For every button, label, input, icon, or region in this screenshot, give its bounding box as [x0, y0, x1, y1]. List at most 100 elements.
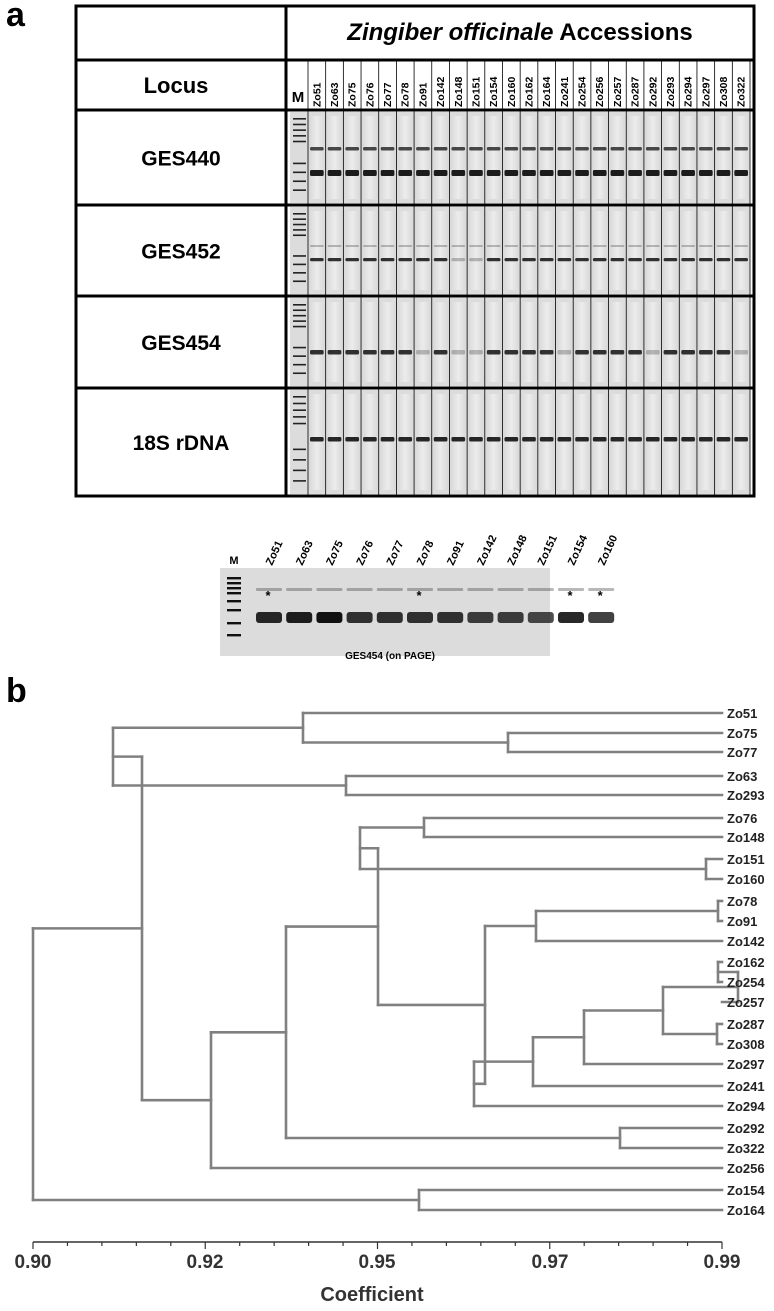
gel-band [557, 170, 572, 176]
lane-bg [556, 394, 573, 490]
axis-label: Coefficient [320, 1284, 424, 1306]
page-ladder [227, 577, 241, 637]
lane-bg [697, 394, 714, 490]
tick-label-0.97: 0.97 [532, 1252, 569, 1273]
lane-bg [538, 302, 555, 382]
gel-band [451, 350, 466, 355]
accession-header-Zo51: Zo51 [311, 82, 323, 107]
gel-band [469, 258, 483, 262]
gel-band [310, 437, 324, 442]
ladder-band [293, 255, 306, 257]
gel-band [592, 437, 607, 442]
lane-bg [362, 394, 378, 490]
lane-bg [432, 211, 449, 290]
ladder-band [293, 325, 306, 328]
lane-bg [503, 394, 520, 490]
lane-bg [574, 116, 590, 199]
gel-band [486, 350, 501, 355]
gel-band [380, 147, 395, 151]
page-ladder-band [227, 600, 241, 603]
leaf-label-Zo154: Zo154 [727, 1183, 765, 1198]
gel-band [504, 147, 519, 151]
gel-band [380, 350, 395, 355]
leaf-label-Zo160: Zo160 [727, 872, 765, 887]
leaf-label-Zo76: Zo76 [727, 811, 757, 826]
accession-header-Zo297: Zo297 [700, 76, 712, 107]
accession-header-Zo154: Zo154 [488, 76, 500, 107]
page-faint-band [497, 588, 524, 591]
gel-band [310, 170, 324, 176]
gel-band [486, 437, 501, 442]
gel-band [663, 245, 678, 247]
gel-band [469, 350, 483, 355]
lane-bg [397, 302, 414, 382]
gel-band [504, 258, 519, 262]
leaf-label-Zo241: Zo241 [727, 1079, 765, 1094]
accession-header-Zo151: Zo151 [470, 76, 482, 107]
gel-band [416, 170, 430, 176]
leaf-label-Zo292: Zo292 [727, 1121, 765, 1136]
lane-bg [468, 302, 484, 382]
accession-header-Zo293: Zo293 [665, 76, 677, 107]
leaf-label-Zo75: Zo75 [727, 726, 757, 741]
lane-bg [556, 302, 573, 382]
page-faint-band [316, 588, 343, 591]
ladder-band [293, 135, 306, 137]
page-lane-label-Zo76: Zo76 [354, 539, 376, 567]
locus-label-4: 18S rDNA [133, 432, 230, 455]
ladder-band [293, 171, 306, 174]
ladder-band [293, 363, 306, 366]
gel-band [486, 245, 501, 247]
lane-bg [344, 211, 361, 290]
lane-bg [644, 211, 661, 290]
leaf-label-Zo148: Zo148 [727, 830, 765, 845]
lane-bg [397, 211, 414, 290]
page-band [407, 612, 433, 623]
gel-band [380, 258, 395, 262]
lane-bg [538, 394, 555, 490]
dendrogram: Zo51Zo75Zo77Zo63Zo293Zo76Zo148Zo151Zo160… [15, 706, 766, 1306]
page-lane-label-Zo142: Zo142 [475, 533, 499, 567]
gel-band [522, 170, 536, 176]
lane-bg [379, 116, 396, 199]
lane-bg [521, 211, 537, 290]
gel-band [398, 147, 413, 151]
gel-band [645, 437, 660, 442]
gel-band [575, 258, 589, 262]
gel-band [363, 170, 377, 176]
gel-band [663, 147, 678, 151]
ladder-band [293, 422, 306, 425]
leaf-label-Zo164: Zo164 [727, 1203, 765, 1218]
lane-bg [344, 394, 361, 490]
leaf-label-Zo257: Zo257 [727, 995, 765, 1010]
lane-bg [715, 302, 732, 382]
leaf-label-Zo77: Zo77 [727, 745, 757, 760]
gel-band [345, 437, 360, 442]
gel-band [557, 147, 572, 151]
page-faint-band [437, 588, 464, 591]
gel-band [310, 258, 324, 262]
page-band [527, 612, 554, 623]
ladder-band [293, 263, 306, 266]
ladder-band [293, 189, 306, 191]
lane-bg [397, 116, 414, 199]
gel-band [345, 350, 360, 355]
lane-bg [591, 211, 608, 290]
gel-band [539, 170, 554, 176]
accession-header-Zo254: Zo254 [577, 76, 589, 107]
gel-band [592, 170, 607, 176]
lane-bg [362, 211, 378, 290]
lane-bg [503, 211, 520, 290]
gel-band [610, 245, 625, 247]
lane-bg [715, 394, 732, 490]
gel-band [380, 170, 395, 176]
lane-bg [680, 302, 696, 382]
gel-band [645, 245, 660, 247]
ladder-band [293, 304, 306, 306]
accession-header-Zo164: Zo164 [541, 76, 553, 107]
accession-header-Zo78: Zo78 [400, 82, 412, 107]
ladder-band [293, 409, 306, 411]
lane-bg [538, 116, 555, 199]
lane-bg [538, 211, 555, 290]
